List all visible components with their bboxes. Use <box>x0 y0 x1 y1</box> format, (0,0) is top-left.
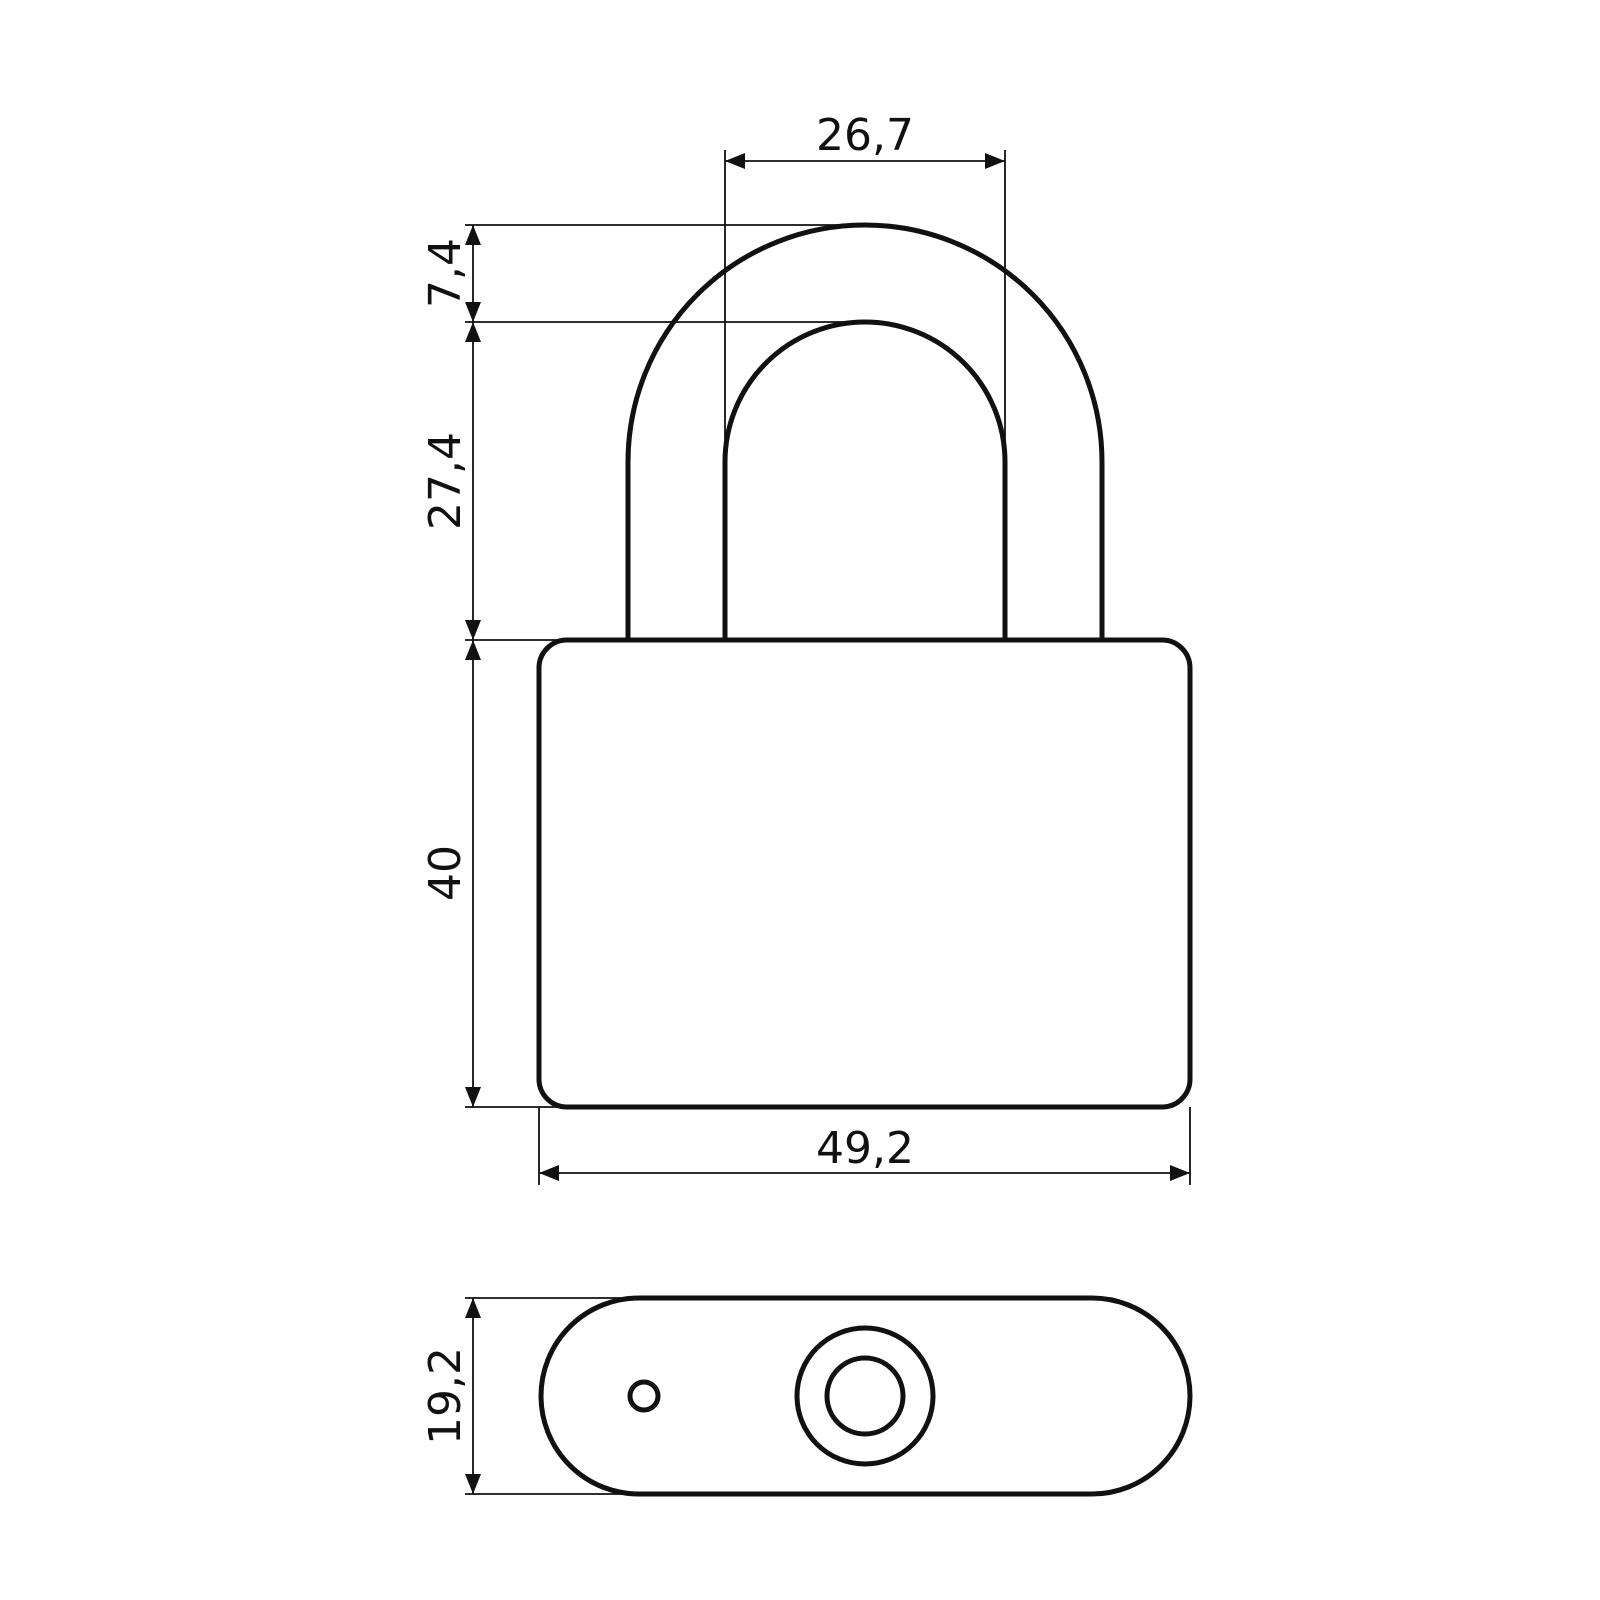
arrowhead <box>465 322 481 342</box>
dimension-lines <box>465 150 1191 1495</box>
arrowhead <box>465 640 481 660</box>
arrowhead <box>465 1298 481 1318</box>
arrowhead <box>465 225 481 245</box>
dim-label-body-depth: 19,2 <box>420 1347 471 1445</box>
bottom-view <box>538 1295 1193 1497</box>
arrowhead <box>725 153 745 169</box>
lock-body-bottom-outline <box>538 1295 1193 1497</box>
dim-label-body-width: 49,2 <box>816 1123 914 1174</box>
arrowhead <box>985 153 1005 169</box>
dim-label-shackle-thickness: 7,4 <box>420 238 471 308</box>
dim-label-shackle-clearance: 27,4 <box>420 432 471 530</box>
arrowhead <box>465 620 481 640</box>
keyway-ring <box>794 1325 936 1467</box>
front-view <box>536 222 1193 1110</box>
shackle-inner <box>722 319 1008 643</box>
dim-label-shackle-inner-width: 26,7 <box>816 110 914 161</box>
lock-body <box>536 637 1193 1110</box>
dimension-labels: 26,7 49,2 7,4 27,4 40 19,2 <box>420 110 914 1445</box>
dim-label-body-height: 40 <box>420 845 471 901</box>
keyway-cylinder <box>824 1355 906 1437</box>
arrowhead <box>465 1087 481 1107</box>
shackle-outer <box>625 222 1105 643</box>
arrowhead <box>465 302 481 322</box>
drain-hole <box>627 1379 661 1413</box>
arrowhead <box>539 1165 559 1181</box>
arrowhead <box>1170 1165 1190 1181</box>
arrowhead <box>465 1474 481 1494</box>
